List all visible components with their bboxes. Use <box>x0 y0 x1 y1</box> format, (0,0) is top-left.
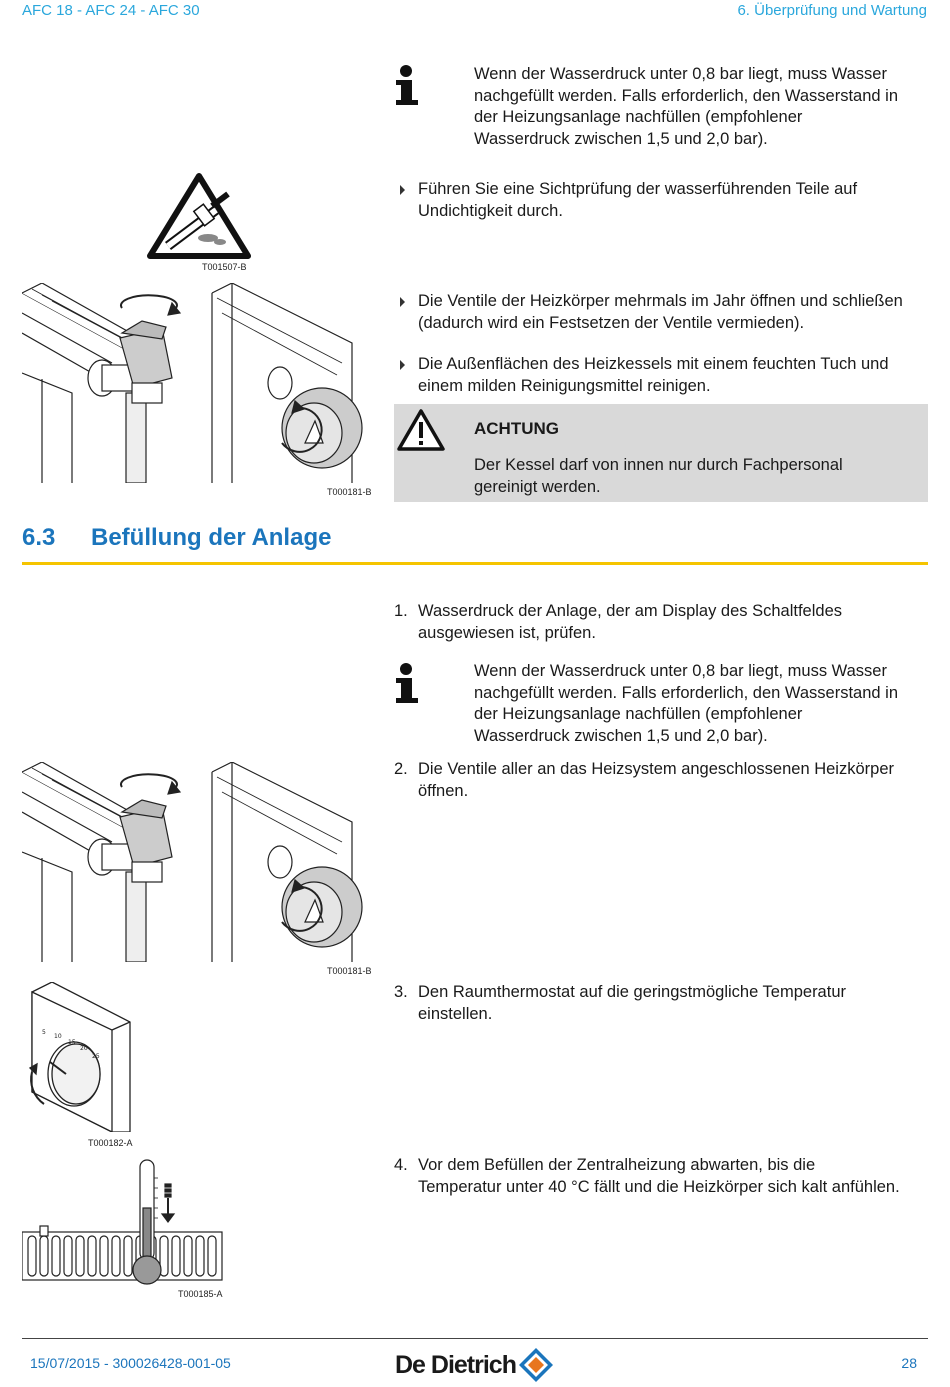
info-line: der Heizungsanlage nachfüllen (empfohlen… <box>474 108 803 126</box>
step-line: Die Ventile aller an das Heizsystem ange… <box>418 760 894 778</box>
info-line: Wasserdruck zwischen 1,5 und 2,0 bar). <box>474 726 768 745</box>
step-text-2: Die Ventile aller an das Heizsystem ange… <box>418 759 938 802</box>
caution-line: gereinigt werden. <box>474 477 601 496</box>
info-line: der Heizungsanlage nachfüllen (empfohlen… <box>474 705 803 723</box>
bullet-text-1: Führen Sie eine Sichtprüfung der wasserf… <box>418 179 938 222</box>
figure-label-radiator: T000185-A <box>178 1289 223 1299</box>
bullet-line: Führen Sie eine Sichtprüfung der wasserf… <box>418 180 858 198</box>
step-line: Temperatur unter 40 °C fällt und die Hei… <box>418 1177 900 1196</box>
step-line: öffnen. <box>418 781 469 800</box>
info-icon <box>394 662 420 704</box>
brand-name: De Dietrich <box>395 1350 517 1379</box>
step-line: Den Raumthermostat auf die geringstmögli… <box>418 983 846 1001</box>
info-line: Wenn der Wasserdruck unter 0,8 bar liegt… <box>474 662 887 680</box>
brand-diamond-icon <box>518 1348 553 1382</box>
figure-label-valves-1: T000181-B <box>327 487 372 497</box>
step-text-4: Vor dem Befüllen der Zentralheizung abwa… <box>418 1155 948 1198</box>
info-line: Wasserdruck zwischen 1,5 und 2,0 bar). <box>474 129 768 148</box>
step-text-1: Wasserdruck der Anlage, der am Display d… <box>418 601 938 644</box>
step-line: einstellen. <box>418 1004 493 1023</box>
bullet-line: Undichtigkeit durch. <box>418 201 563 220</box>
figure-label-thermostat: T000182-A <box>88 1138 133 1148</box>
step-number: 2. <box>394 760 408 778</box>
thermostat-scale-20: 20 <box>80 1045 88 1052</box>
thermostat-scale-25: 25 <box>92 1053 100 1060</box>
radiator-valves-figure-2: T000181-B <box>22 762 372 977</box>
page-number: 28 <box>901 1355 917 1371</box>
step-line: Wasserdruck der Anlage, der am Display d… <box>418 602 843 620</box>
thermostat-scale-10: 10 <box>54 1033 62 1040</box>
section-underline <box>22 562 928 565</box>
radiator-thermometer-figure: T000185-A <box>22 1158 232 1303</box>
warning-icon <box>396 408 446 452</box>
section-title: Befüllung der Anlage <box>91 524 332 551</box>
room-thermostat-figure: 5 10 15 20 25 T000182-A <box>22 982 142 1150</box>
thermostat-scale-15: 15 <box>68 1039 76 1046</box>
step-line: Vor dem Befüllen der Zentralheizung abwa… <box>418 1156 816 1174</box>
brand-logo: De Dietrich <box>395 1345 554 1385</box>
bullet-arrow <box>400 360 405 370</box>
info-line: nachgefüllt werden. Falls erforderlich, … <box>474 683 899 702</box>
bullet-line: Die Außenflächen des Heizkessels mit ein… <box>418 355 889 373</box>
footer-doc-ref: 15/07/2015 - 300026428-001-05 <box>30 1355 231 1371</box>
header-chapter-title: 6. Überprüfung und Wartung <box>737 2 927 19</box>
section-number: 6.3 <box>22 524 56 551</box>
step-number: 4. <box>394 1156 408 1174</box>
step-text-3: Den Raumthermostat auf die geringstmögli… <box>418 982 938 1025</box>
info-text-2: Wenn der Wasserdruck unter 0,8 bar liegt… <box>474 661 934 747</box>
step-line: ausgewiesen ist, prüfen. <box>418 623 596 642</box>
bullet-line: (dadurch wird ein Festsetzen der Ventile… <box>418 313 805 332</box>
info-icon <box>394 64 420 106</box>
info-text-1: Wenn der Wasserdruck unter 0,8 bar liegt… <box>474 64 934 150</box>
figure-label-leak: T001507-B <box>202 262 247 272</box>
figure-label-valves-2: T000181-B <box>327 966 372 976</box>
caution-box: ACHTUNG Der Kessel darf von innen nur du… <box>394 404 928 502</box>
step-number: 3. <box>394 983 408 1001</box>
bullet-line: einem milden Reinigungsmittel reinigen. <box>418 376 711 395</box>
leak-warning-figure: T001507-B <box>144 170 254 272</box>
bullet-arrow <box>400 297 405 307</box>
bullet-line: Die Ventile der Heizkörper mehrmals im J… <box>418 292 903 310</box>
footer-divider <box>22 1338 928 1339</box>
thermostat-scale-5: 5 <box>42 1029 46 1036</box>
bullet-text-2: Die Ventile der Heizkörper mehrmals im J… <box>418 291 938 334</box>
radiator-valves-figure-1: T000181-B <box>22 283 372 498</box>
caution-title: ACHTUNG <box>474 419 559 438</box>
bullet-arrow <box>400 185 405 195</box>
info-line: Wenn der Wasserdruck unter 0,8 bar liegt… <box>474 65 887 83</box>
step-number: 1. <box>394 602 408 620</box>
caution-line: Der Kessel darf von innen nur durch Fach… <box>474 456 843 474</box>
bullet-text-3: Die Außenflächen des Heizkessels mit ein… <box>418 354 938 397</box>
header-doc-title: AFC 18 - AFC 24 - AFC 30 <box>22 2 200 19</box>
caution-text: Der Kessel darf von innen nur durch Fach… <box>474 455 914 498</box>
info-line: nachgefüllt werden. Falls erforderlich, … <box>474 86 899 105</box>
